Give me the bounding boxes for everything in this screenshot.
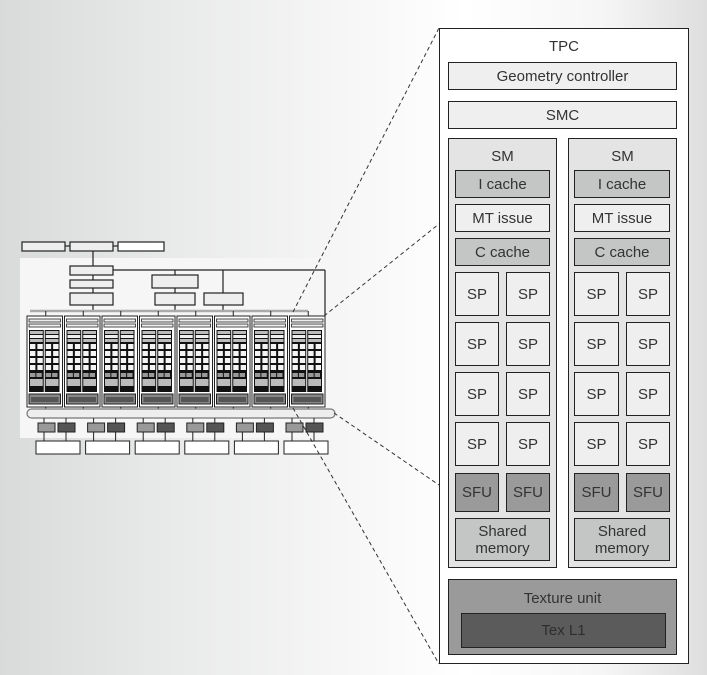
sp-unit: SP — [506, 322, 550, 366]
ccache: C cache — [455, 238, 550, 266]
sp-unit: SP — [455, 272, 499, 316]
rop-block — [37, 422, 56, 433]
l2-block — [57, 422, 76, 433]
sp-unit: SP — [626, 422, 670, 466]
sp-unit: SP — [626, 322, 670, 366]
sp-unit: SP — [455, 422, 499, 466]
zoom-line-upper — [323, 223, 440, 317]
smc-block: SMC — [448, 101, 677, 129]
sp-unit: SP — [455, 322, 499, 366]
memory-partition — [85, 418, 131, 455]
memory-partition — [134, 418, 180, 455]
l2-block — [305, 422, 324, 433]
ccache: C cache — [574, 238, 670, 266]
dram-block — [184, 440, 230, 455]
sp-unit: SP — [506, 422, 550, 466]
mini-tpc — [26, 311, 63, 409]
zoom-line-top — [292, 27, 440, 313]
setup-raster-block — [69, 279, 114, 289]
tex-l1: Tex L1 — [461, 613, 666, 648]
sp-unit: SP — [574, 272, 619, 316]
tpc-title: TPC — [549, 38, 579, 55]
dram-block — [35, 440, 81, 455]
sp-unit: SP — [574, 422, 619, 466]
mini-tpc — [139, 311, 176, 409]
rop-block — [186, 422, 205, 433]
sp-unit: SP — [506, 372, 550, 416]
sp-unit: SP — [506, 272, 550, 316]
mini-tpc — [214, 311, 251, 409]
sp-unit: SP — [626, 272, 670, 316]
sfu-unit: SFU — [506, 473, 550, 512]
geometry-controller: Geometry controller — [448, 62, 677, 90]
memory-partition — [233, 418, 279, 455]
mt-issue: MT issue — [455, 204, 550, 232]
l2-block — [107, 422, 126, 433]
memory-partition — [35, 418, 81, 455]
icache: I cache — [574, 170, 670, 198]
memory-partition — [283, 418, 329, 455]
rop-block — [285, 422, 304, 433]
shared-memory: Shared memory — [574, 518, 670, 561]
sfu-unit: SFU — [574, 473, 619, 512]
memory-partition — [184, 418, 230, 455]
pixel-work-distribution-block — [69, 292, 114, 306]
rop-block — [235, 422, 254, 433]
sfu-unit: SFU — [626, 473, 670, 512]
mini-tpc — [176, 311, 213, 409]
dram-block — [134, 440, 180, 455]
l2-block — [255, 422, 274, 433]
sm-label: SM — [491, 148, 514, 165]
rop-block — [87, 422, 106, 433]
mini-tpc — [101, 311, 138, 409]
dram-block — [233, 440, 279, 455]
shared-memory: Shared memory — [455, 518, 550, 561]
sp-unit: SP — [455, 372, 499, 416]
mt-issue: MT issue — [574, 204, 670, 232]
sp-unit: SP — [574, 372, 619, 416]
sp-unit: SP — [574, 322, 619, 366]
sfu-unit: SFU — [455, 473, 499, 512]
l2-block — [156, 422, 175, 433]
zoom-line-lower — [333, 412, 440, 486]
zoom-line-bottom — [292, 407, 440, 665]
dram-block — [85, 440, 131, 455]
mini-tpc — [251, 311, 288, 409]
mini-tpc — [289, 311, 326, 409]
icache: I cache — [455, 170, 550, 198]
mini-tpc — [64, 311, 101, 409]
l2-block — [206, 422, 225, 433]
rop-block — [136, 422, 155, 433]
sm-label: SM — [611, 148, 634, 165]
sp-unit: SP — [626, 372, 670, 416]
